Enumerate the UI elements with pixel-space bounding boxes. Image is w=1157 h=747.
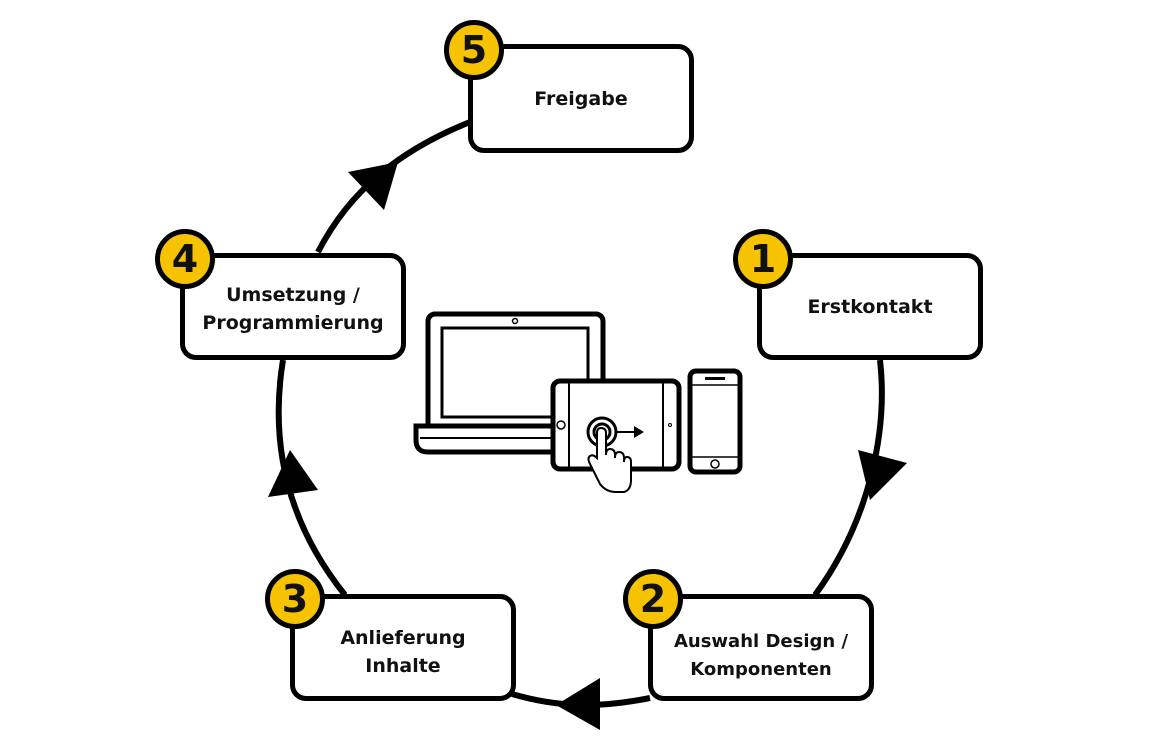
step-4-badge: 4: [155, 229, 215, 289]
step-5-number: 5: [460, 28, 488, 72]
step-1-label: Erstkontakt: [807, 295, 933, 318]
responsive-devices-icon: [413, 311, 743, 493]
step-1-number: 1: [749, 237, 777, 281]
connector-4-to-5: [315, 119, 472, 254]
step-5-box: Freigabe: [468, 44, 694, 153]
arrow-down-right: [858, 450, 907, 500]
step-4-number: 4: [171, 237, 199, 281]
step-2-number: 2: [639, 577, 667, 621]
step-3-number: 3: [281, 577, 309, 621]
arrow-left-bottom: [556, 678, 600, 730]
step-4-box: Umsetzung / Programmierung: [180, 253, 406, 360]
step-2-box: Auswahl Design / Komponenten: [648, 594, 874, 701]
tablet-icon: [550, 378, 682, 493]
step-3-box: Anlieferung Inhalte: [290, 594, 516, 701]
step-3-label: Anlieferung Inhalte: [340, 626, 466, 677]
step-4-label: Umsetzung / Programmierung: [202, 283, 384, 334]
step-1-badge: 1: [733, 229, 793, 289]
step-3-badge: 3: [265, 569, 325, 629]
arrow-up-top: [348, 162, 398, 210]
step-5-badge: 5: [444, 20, 504, 80]
step-1-box: Erstkontakt: [757, 253, 983, 360]
step-5-label: Freigabe: [534, 87, 628, 110]
arrow-up-left: [268, 450, 318, 497]
smartphone-icon: [687, 368, 743, 475]
step-2-label: Auswahl Design / Komponenten: [673, 630, 849, 680]
step-2-badge: 2: [623, 569, 683, 629]
